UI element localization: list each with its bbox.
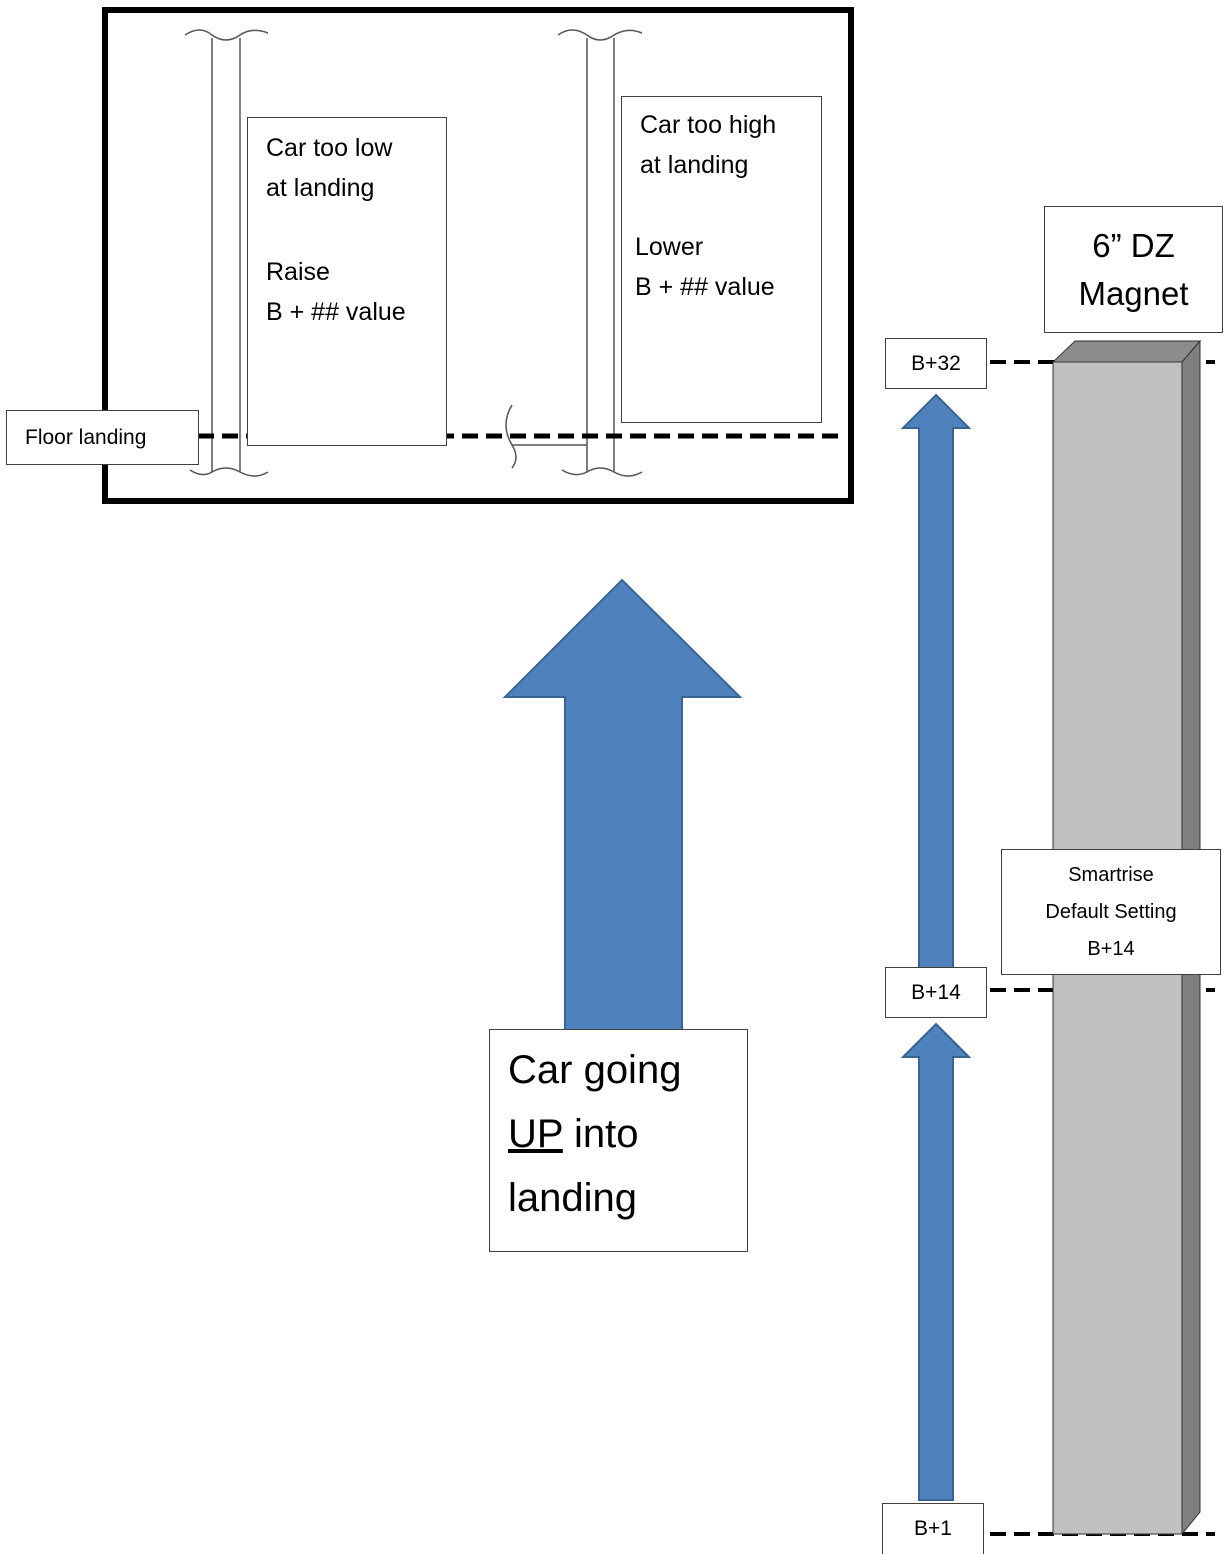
marker-text: B+14	[911, 980, 961, 1004]
marker-b14: B+14	[885, 967, 987, 1018]
caption-rest: into	[562, 1112, 639, 1156]
marker-text: B+32	[911, 351, 961, 375]
default-note-line: Smartrise	[1068, 863, 1154, 886]
main-up-arrow	[502, 578, 743, 1031]
note-line: at landing	[640, 151, 749, 179]
caption-line: Car going	[508, 1048, 682, 1092]
marker-b1: B+1	[882, 1503, 984, 1554]
default-setting-note: Smartrise Default Setting B+14	[1001, 849, 1221, 975]
magnet-label: 6” DZ Magnet	[1044, 206, 1223, 333]
floor-landing-label: Floor landing	[6, 410, 199, 465]
default-note-line: Default Setting	[1045, 900, 1177, 923]
left-guide-rail	[184, 29, 269, 477]
note-line: Raise	[266, 258, 330, 286]
car-too-low-note: Car too low at landing Raise B + ## valu…	[247, 117, 447, 446]
caption-underlined-word: UP	[508, 1112, 563, 1156]
car-too-high-note: Car too high at landing Lower B + ## val…	[621, 96, 822, 423]
caption-line: UP into	[508, 1102, 747, 1166]
note-line: Lower	[635, 233, 704, 261]
up-arrow-upper	[900, 393, 972, 981]
default-note-line: B+14	[1087, 937, 1135, 960]
note-line: B + ## value	[635, 273, 775, 301]
note-line: Car too high	[640, 111, 777, 139]
floor-landing-text: Floor landing	[25, 425, 147, 449]
caption-line: landing	[508, 1176, 638, 1220]
note-line: at landing	[266, 174, 375, 202]
up-arrow-lower	[900, 1022, 972, 1501]
magnet-label-line: 6” DZ	[1092, 226, 1175, 264]
note-line: Car too low	[266, 134, 393, 162]
marker-b32: B+32	[885, 338, 987, 389]
marker-text: B+1	[914, 1517, 952, 1540]
magnet-label-line: Magnet	[1078, 274, 1189, 312]
right-guide-rail	[505, 29, 643, 477]
note-line: B + ## value	[266, 298, 406, 326]
main-arrow-caption: Car going UP into landing	[489, 1029, 748, 1252]
